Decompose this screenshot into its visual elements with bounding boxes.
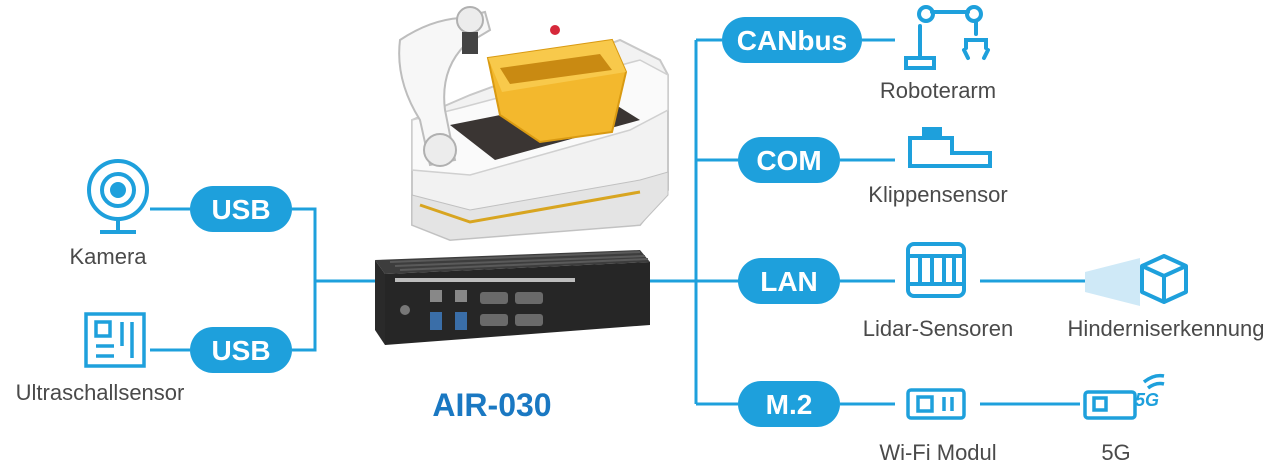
bus-label: USB bbox=[211, 335, 270, 366]
bus-pill-canbus: CANbus bbox=[722, 17, 862, 63]
cliff-sensor-icon bbox=[908, 127, 992, 168]
line-usb-bracket bbox=[292, 207, 317, 352]
bus-pill-lan: LAN bbox=[738, 258, 840, 304]
bus-label: M.2 bbox=[766, 389, 813, 420]
connection-lines bbox=[150, 38, 1085, 406]
device-label-5g: 5G bbox=[1101, 440, 1130, 462]
bus-label: LAN bbox=[760, 266, 818, 297]
bus-pill-com: COM bbox=[738, 137, 840, 183]
device-label-klippensensor: Klippensensor bbox=[868, 182, 1007, 207]
device-label-lidar-sensoren: Lidar-Sensoren bbox=[863, 316, 1013, 341]
device-title: AIR-030 bbox=[432, 387, 551, 423]
5g-icon: 5G bbox=[1083, 373, 1165, 420]
device-label-hinderniserkennung: Hinderniserkennung bbox=[1068, 316, 1265, 341]
circuit-board-icon bbox=[84, 312, 146, 368]
bus-label: CANbus bbox=[737, 25, 847, 56]
device-label-ultraschallsensor: Ultraschallsensor bbox=[16, 380, 185, 405]
webcam-icon bbox=[87, 159, 149, 234]
cube-icon bbox=[1085, 254, 1188, 306]
air-030-computer-illustration bbox=[375, 250, 650, 345]
device-label-roboterarm: Roboterarm bbox=[880, 78, 996, 103]
lidar-icon bbox=[906, 242, 966, 298]
bus-label: USB bbox=[211, 194, 270, 225]
5g-icon-text: 5G bbox=[1135, 390, 1159, 410]
device-label-wifi-modul: Wi-Fi Modul bbox=[879, 440, 996, 462]
bus-pill-usb-kamera: USB bbox=[190, 186, 292, 232]
bus-pill-usb-ultraschall: USB bbox=[190, 327, 292, 373]
bus-pill-m2: M.2 bbox=[738, 381, 840, 427]
mobile-robot-illustration bbox=[398, 6, 669, 242]
robot-arm-icon bbox=[904, 5, 990, 70]
wifi-module-icon bbox=[906, 388, 966, 420]
device-label-kamera: Kamera bbox=[69, 244, 147, 269]
bus-label: COM bbox=[756, 145, 821, 176]
